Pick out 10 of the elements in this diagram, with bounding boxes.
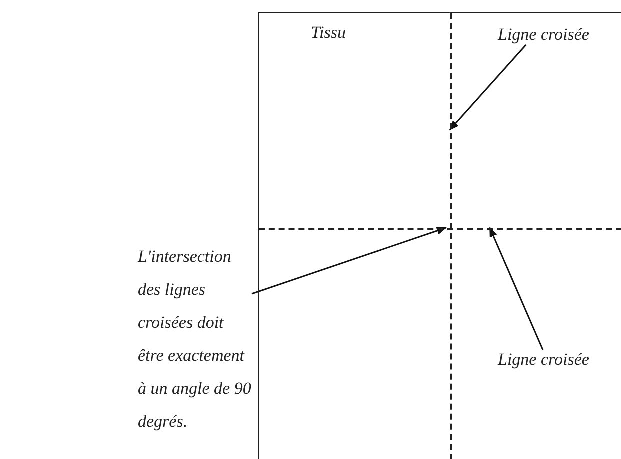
- arrow: [449, 44, 527, 131]
- cross-line: [259, 228, 621, 230]
- line-label: Ligne croisée: [498, 25, 608, 45]
- fabric-label: Tissu: [311, 23, 346, 43]
- note-text: L'intersection des lignes croisées doit être exactement à un angle de 90 degrés.: [138, 240, 252, 438]
- arrow: [489, 227, 544, 350]
- fabric-panel: [258, 12, 621, 459]
- arrow: [252, 227, 447, 295]
- cross-line: [450, 13, 452, 459]
- line-label: Ligne croisée: [498, 350, 608, 370]
